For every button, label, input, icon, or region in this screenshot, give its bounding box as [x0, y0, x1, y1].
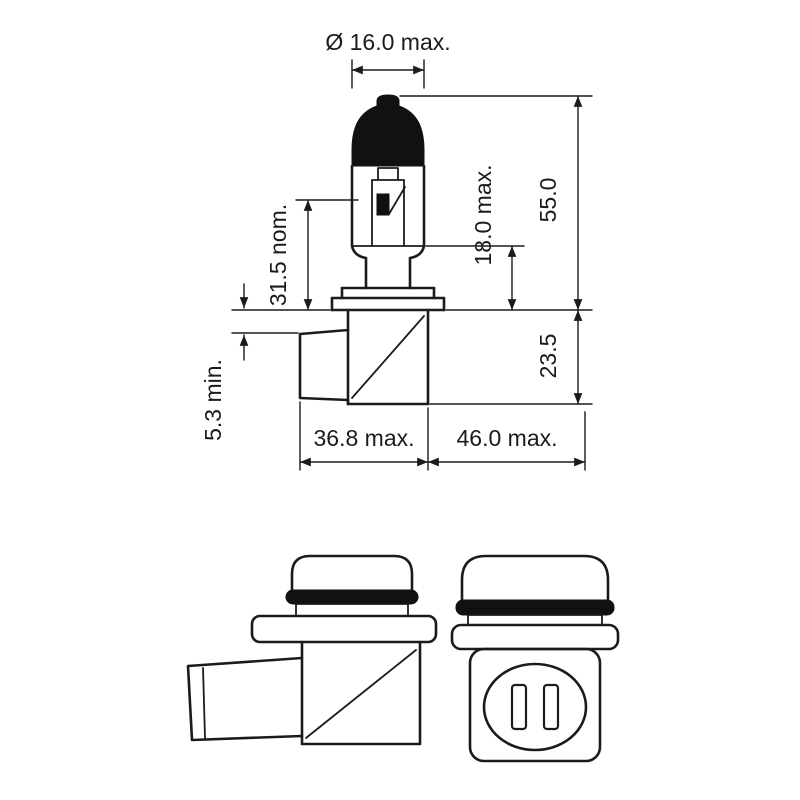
dim-label-seating: 5.3 min.: [200, 359, 226, 441]
dim-label-tip-to-ref: 31.5 nom.: [265, 204, 291, 306]
connector-outline: [298, 308, 430, 406]
bulb-black-tip: [351, 94, 425, 167]
front-terminal-right: [542, 683, 560, 731]
dim-label-body-width: 36.8 max.: [314, 425, 415, 451]
base-flange-stack: [330, 286, 446, 312]
side-body: [186, 640, 422, 746]
dim-bulb-height: 18.0 max.: [425, 165, 525, 311]
connector-body-main: [298, 308, 430, 406]
dim-base-depth: 23.5: [429, 309, 593, 405]
dim-label-overall-height: 55.0: [535, 178, 561, 223]
base-front-view: [450, 554, 620, 763]
front-socket-oval: [482, 662, 588, 752]
dim-tip-to-ref: 31.5 nom.: [231, 199, 359, 311]
front-cap: [460, 554, 610, 604]
filament-assembly: [371, 167, 406, 247]
connector-diagonal: [351, 315, 425, 399]
front-o-ring: [455, 599, 615, 616]
side-plug-face-line: [202, 667, 206, 739]
filament-top-support: [377, 167, 399, 181]
front-terminal-left: [510, 683, 528, 731]
dim-seating: 5.3 min.: [200, 283, 299, 441]
dim-diameter: Ø 16.0 max.: [325, 29, 451, 89]
side-o-ring: [285, 589, 419, 605]
side-body-diagonal: [305, 649, 417, 739]
side-cap: [290, 554, 414, 594]
dim-label-bulb-height: 18.0 max.: [470, 165, 496, 266]
front-connector-body: [468, 647, 602, 763]
dim-body-width: 36.8 max.: [299, 401, 429, 471]
dim-label-base-depth: 23.5: [535, 334, 561, 379]
dim-overall-height: 55.0: [399, 95, 593, 311]
base-side-view: [186, 554, 438, 746]
dim-overall-length: 46.0 max.: [427, 411, 586, 471]
filament-coil: [376, 193, 390, 216]
filament-support-wire: [388, 186, 406, 215]
dim-label-diameter: Ø 16.0 max.: [325, 29, 450, 55]
dimension-annotations: Ø 16.0 max. 31.5 nom. 18.0 max. 55.0 23.…: [200, 29, 593, 471]
bulb-main-view: [298, 94, 446, 406]
dim-label-overall-length: 46.0 max.: [457, 425, 558, 451]
side-flange: [250, 614, 438, 644]
